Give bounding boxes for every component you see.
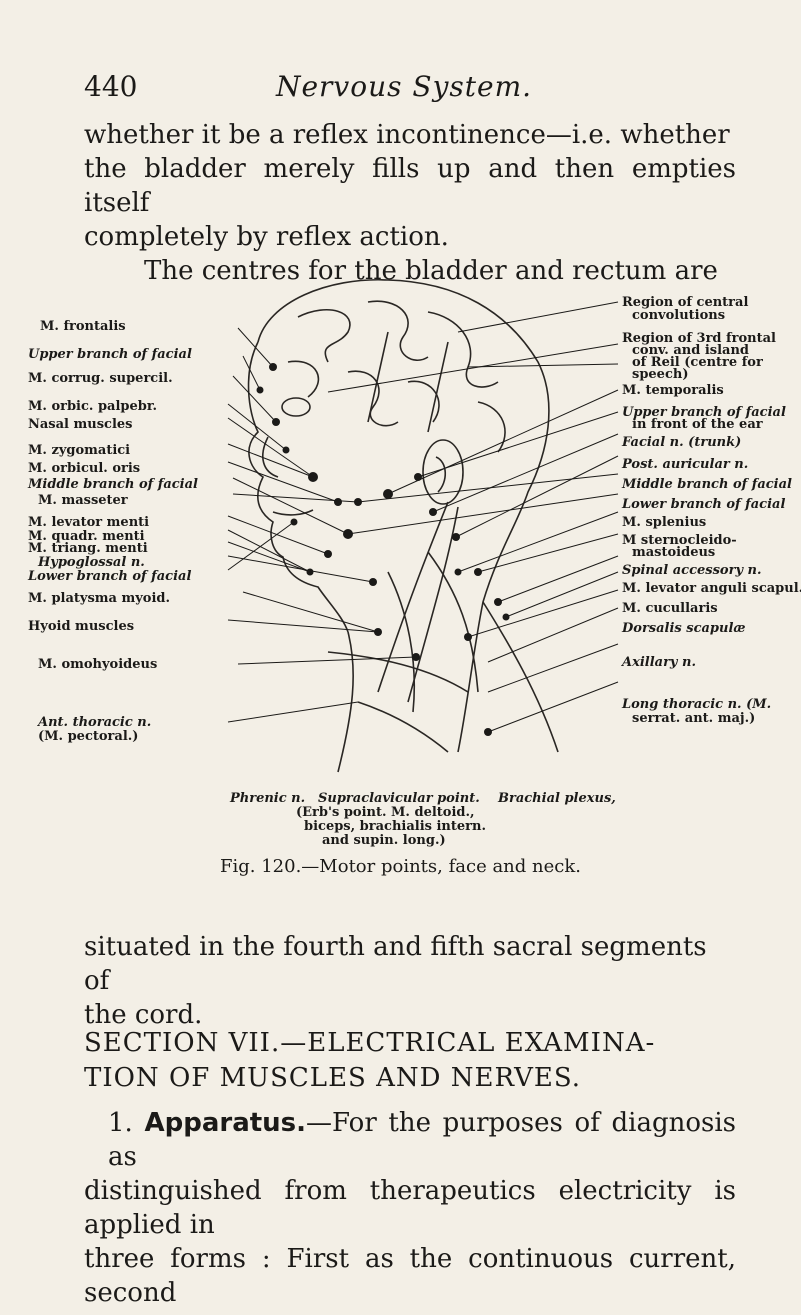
text-line: the cord. — [84, 1000, 203, 1030]
label-sternocleido: M sternocleido- — [622, 533, 737, 548]
text-line: The centres for the bladder and rectum a… — [144, 256, 718, 286]
label-conv-island: conv. and island — [632, 343, 749, 358]
label-hyoid-muscles: Hyoid muscles — [28, 619, 135, 634]
label-nasal-muscles: Nasal muscles — [28, 417, 133, 432]
label-convolutions: convolutions — [632, 308, 726, 323]
label-mastoideus: mastoideus — [632, 545, 716, 560]
label-corrug-supercil: M. corrug. supercil. — [28, 371, 173, 386]
heading-line: SECTION VII.—ELECTRICAL EXAMINA- — [84, 1028, 656, 1058]
label-platysma: M. platysma myoid. — [28, 591, 171, 606]
label-post-auricular: Post. auricular n. — [622, 457, 749, 472]
label-orbic-palpebr: M. orbic. palpebr. — [28, 399, 158, 414]
label-upper-branch-facial: Upper branch of facial — [28, 347, 192, 362]
label-lower-branch-facial: Lower branch of facial — [28, 569, 192, 584]
label-serrat: serrat. ant. maj.) — [632, 711, 756, 726]
text-line: 1. Apparatus.—For the purposes of diagno… — [84, 1106, 736, 1174]
label-supin: and supin. long.) — [322, 833, 446, 848]
label-omohyoideus: M. omohyoideus — [38, 657, 158, 672]
page-number: 440 — [84, 70, 138, 103]
label-quadr-menti: M. quadr. menti — [28, 529, 145, 544]
heading-line: TION OF MUSCLES AND NERVES. — [84, 1063, 582, 1093]
label-axillary: Axillary n. — [622, 655, 696, 670]
label-lower-branch-facial-r: Lower branch of facial — [622, 497, 786, 512]
label-supraclavicular: Supraclavicular point. — [318, 791, 480, 806]
label-long-thoracic: Long thoracic n. (M. — [622, 697, 772, 712]
label-pectoral: (M. pectoral.) — [38, 729, 139, 744]
text-line: distinguished from therapeutics electric… — [84, 1176, 736, 1240]
label-cucullaris: M. cucullaris — [622, 601, 718, 616]
label-orbicul-oris: M. orbicul. oris — [28, 461, 141, 476]
label-middle-branch-facial-r: Middle branch of facial — [622, 477, 792, 492]
label-3rd-frontal: Region of 3rd frontal — [622, 331, 776, 346]
label-middle-branch-facial: Middle branch of facial — [28, 477, 198, 492]
label-spinal-accessory: Spinal accessory n. — [622, 563, 762, 578]
label-central-region: Region of central — [622, 295, 749, 310]
label-reil: of Reil (centre for — [632, 355, 763, 370]
label-biceps: biceps, brachialis intern. — [304, 819, 486, 834]
running-title: Nervous System. — [275, 70, 533, 103]
page-header: 440 Nervous System. — [84, 70, 724, 110]
text-line: the bladder merely fills up and then emp… — [84, 154, 736, 218]
head-neck-illustration — [227, 278, 619, 773]
section-heading: SECTION VII.—ELECTRICAL EXAMINA- TION OF… — [84, 1026, 744, 1096]
label-levator-menti: M. levator menti — [28, 515, 150, 530]
run-in-heading: Apparatus. — [144, 1108, 307, 1138]
label-zygomatici: M. zygomatici — [28, 443, 131, 458]
label-triang-menti: M. triang. menti — [28, 541, 148, 556]
label-hypoglossal: Hypoglossal n. — [38, 555, 145, 570]
item-number: 1. — [108, 1108, 145, 1138]
text-line: completely by reflex action. — [84, 222, 449, 252]
text-line: three forms : First as the continuous cu… — [84, 1244, 736, 1308]
paragraph-3: 1. Apparatus.—For the purposes of diagno… — [84, 1106, 736, 1310]
text-line: whether it be a reflex incontinence—i.e.… — [84, 120, 730, 150]
label-splenius: M. splenius — [622, 515, 707, 530]
figure-caption: Fig. 120.—Motor points, face and neck. — [220, 856, 581, 877]
label-temporalis: M. temporalis — [622, 383, 724, 398]
label-facial-trunk: Facial n. (trunk) — [622, 435, 742, 450]
label-upper-branch-facial-ear: Upper branch of facial — [622, 405, 786, 420]
label-erb: (Erb's point. M. deltoid., — [296, 805, 475, 820]
label-front-of-ear: in front of the ear — [632, 417, 763, 432]
text-line: situated in the fourth and fifth sacral … — [84, 932, 707, 996]
paragraph-1: whether it be a reflex incontinence—i.e.… — [84, 118, 736, 288]
text-run: —For the purposes of diagnosis as — [108, 1108, 736, 1172]
label-speech: speech) — [632, 367, 689, 382]
label-masseter: M. masseter — [38, 493, 128, 508]
label-levator-anguli: M. levator anguli scapul. — [622, 581, 801, 596]
anatomical-figure: M. frontalis Upper branch of facial M. c… — [28, 272, 801, 832]
label-dorsalis-scapulae: Dorsalis scapulæ — [622, 621, 746, 636]
label-brachial-plexus: Brachial plexus, — [498, 791, 616, 806]
paragraph-2: situated in the fourth and fifth sacral … — [84, 930, 736, 1032]
label-ant-thoracic: Ant. thoracic n. — [38, 715, 152, 730]
label-phrenic: Phrenic n. — [230, 791, 306, 806]
label-m-frontalis: M. frontalis — [40, 319, 126, 334]
